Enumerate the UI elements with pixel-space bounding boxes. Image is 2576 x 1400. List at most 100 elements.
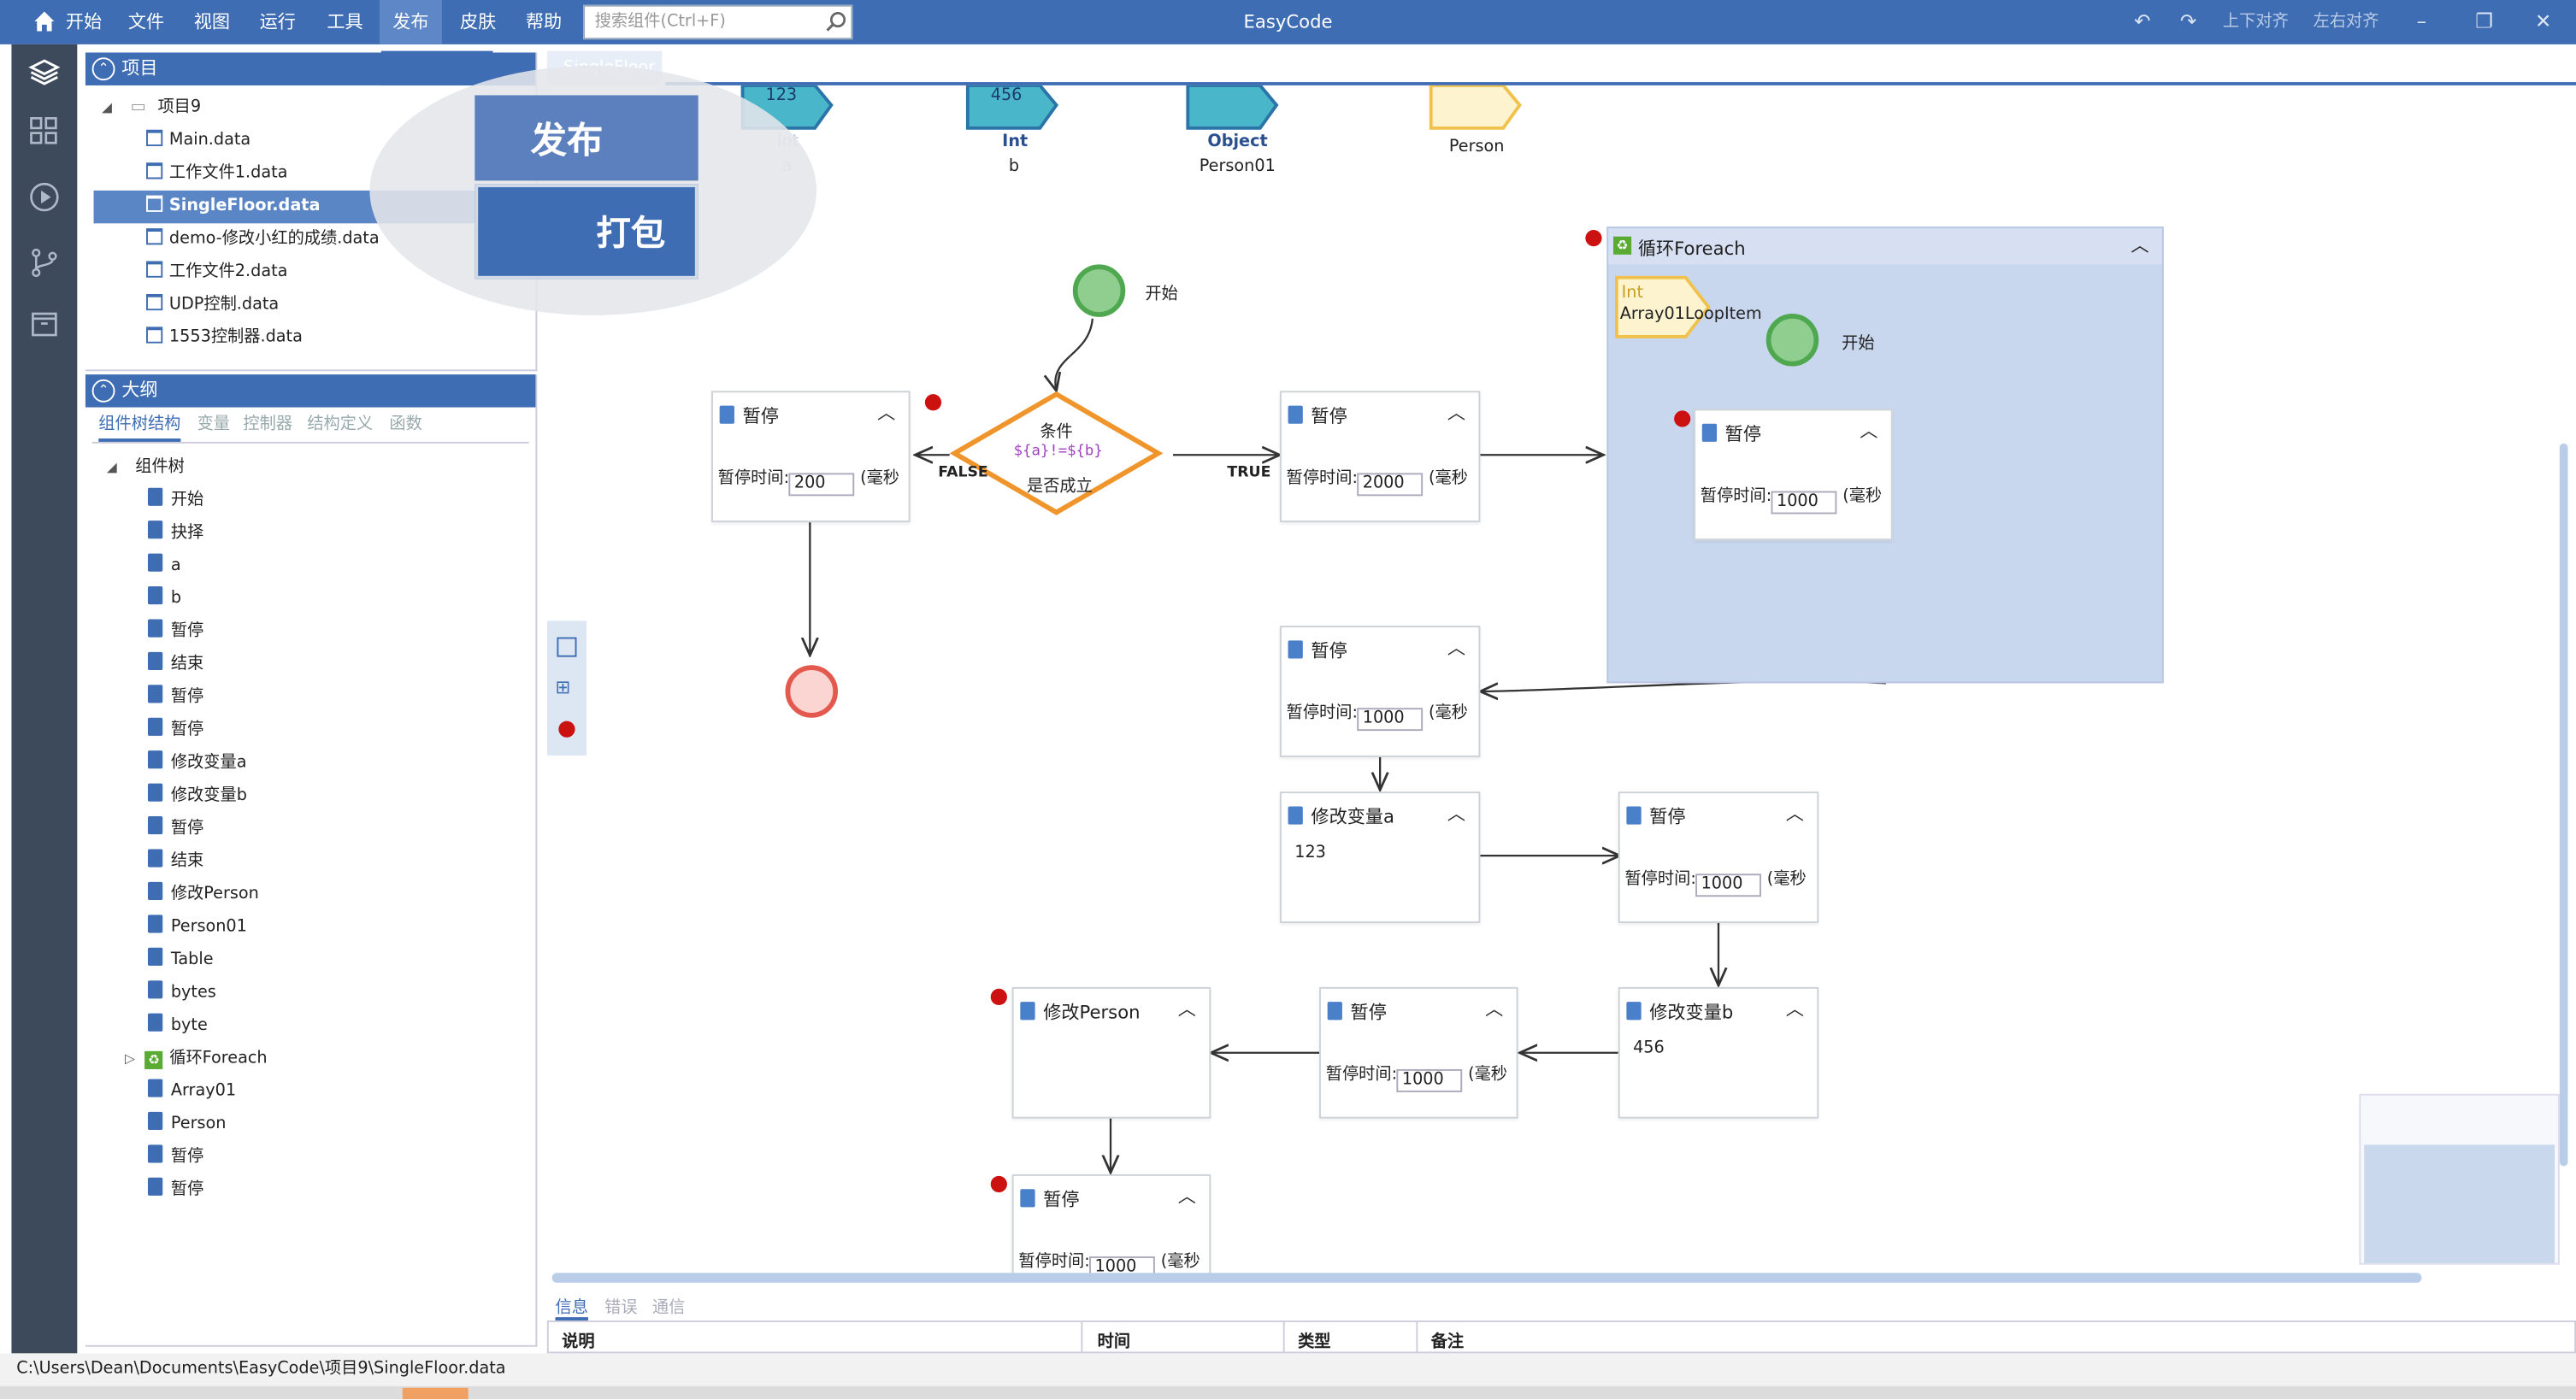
file-item[interactable]: 工作文件1.data bbox=[85, 157, 536, 190]
menu-home[interactable]: 开始 bbox=[65, 11, 103, 33]
pause-node[interactable]: 暂停 ︿ 暂停时间:1000 (毫秒 bbox=[1279, 626, 1481, 757]
tab-info[interactable]: 信息 bbox=[555, 1292, 588, 1321]
tree-view-icon[interactable]: ⊞ bbox=[555, 676, 571, 698]
breakpoint-dot[interactable] bbox=[924, 394, 942, 411]
pause-node[interactable]: 暂停 ︿ 暂停时间:1000 (毫秒 bbox=[1011, 1174, 1211, 1279]
redo-icon[interactable]: ↷ bbox=[2179, 9, 2197, 33]
modify-variable-b-node[interactable]: 修改变量b ︿ 456 bbox=[1618, 986, 1819, 1119]
file-item[interactable]: Main.data bbox=[85, 125, 536, 157]
column-description[interactable]: 说明 bbox=[562, 1333, 595, 1352]
condition-node[interactable] bbox=[949, 391, 1164, 515]
pause-time-input[interactable]: 1000 bbox=[1397, 1068, 1463, 1092]
chevron-up-icon[interactable]: ︿ bbox=[1177, 1185, 1196, 1208]
tab-controllers[interactable]: 控制器 bbox=[243, 415, 293, 434]
align-vertical-button[interactable]: 上下对齐 bbox=[2222, 13, 2289, 32]
outline-item[interactable]: 修改变量a bbox=[85, 747, 536, 779]
file-item[interactable]: demo-修改小红的成绩.data bbox=[85, 223, 536, 256]
pause-time-input[interactable]: 1000 bbox=[1695, 874, 1762, 897]
breakpoint-toggle-icon[interactable] bbox=[558, 721, 575, 738]
outline-view-icon[interactable] bbox=[557, 637, 577, 657]
breakpoint-dot[interactable] bbox=[1674, 410, 1691, 427]
pause-time-input[interactable]: 200 bbox=[789, 473, 855, 497]
modify-person-node[interactable]: 修改Person ︿ bbox=[1011, 986, 1211, 1119]
file-item[interactable]: 1553控制器.data bbox=[85, 322, 536, 355]
restore-icon[interactable]: ❐ bbox=[2475, 9, 2493, 33]
pause-time-input[interactable]: 1000 bbox=[1357, 708, 1424, 732]
project-panel-header[interactable]: ⌃ 项目 bbox=[85, 52, 536, 85]
outline-panel-header[interactable]: ⌃ 大纲 bbox=[85, 374, 536, 408]
outline-item[interactable]: Person bbox=[85, 1109, 536, 1141]
chevron-up-icon[interactable]: ︿ bbox=[1447, 803, 1466, 825]
var-shape-person01[interactable] bbox=[1184, 85, 1279, 132]
minimap[interactable] bbox=[2359, 1093, 2560, 1265]
minimap-viewport[interactable] bbox=[2364, 1144, 2555, 1263]
pause-node[interactable]: 暂停 ︿ 暂停时间:1000 (毫秒 bbox=[1694, 409, 1893, 541]
tab-struct-def[interactable]: 结构定义 bbox=[307, 415, 374, 434]
outline-item[interactable]: 暂停 bbox=[85, 616, 536, 649]
outline-item[interactable]: 结束 bbox=[85, 649, 536, 681]
file-item[interactable]: 工作文件2.data bbox=[85, 256, 536, 289]
tab-variables[interactable]: 变量 bbox=[197, 415, 231, 434]
pause-node[interactable]: 暂停 ︿ 暂停时间:2000 (毫秒 bbox=[1279, 391, 1481, 523]
expand-triangle-icon[interactable]: ◢ bbox=[106, 460, 117, 475]
column-type[interactable]: 类型 bbox=[1298, 1333, 1331, 1352]
column-time[interactable]: 时间 bbox=[1097, 1333, 1131, 1352]
loop-var-shape[interactable] bbox=[1613, 274, 1715, 340]
expand-triangle-icon[interactable]: ▷ bbox=[125, 1050, 135, 1067]
menu-help[interactable]: 帮助 bbox=[525, 11, 563, 33]
branch-icon[interactable] bbox=[11, 235, 77, 291]
breakpoint-dot[interactable] bbox=[990, 1175, 1007, 1193]
chevron-up-icon[interactable]: ︿ bbox=[1177, 998, 1196, 1021]
outline-item[interactable]: 修改变量b bbox=[85, 780, 536, 813]
tab-component-tree[interactable]: 组件树结构 bbox=[98, 412, 181, 442]
collapse-icon[interactable]: ⌃ bbox=[91, 57, 115, 81]
outline-item[interactable]: Table bbox=[85, 944, 536, 977]
outline-item[interactable]: 暂停 bbox=[85, 813, 536, 845]
undo-icon[interactable]: ↶ bbox=[2134, 9, 2151, 33]
pause-time-input[interactable]: 2000 bbox=[1357, 473, 1424, 497]
search-icon[interactable] bbox=[825, 10, 848, 33]
var-shape-b[interactable] bbox=[964, 85, 1059, 132]
vertical-scrollbar[interactable] bbox=[2559, 443, 2568, 1167]
outline-item[interactable]: 修改Person bbox=[85, 879, 536, 911]
expand-triangle-icon[interactable]: ◢ bbox=[102, 100, 112, 115]
outline-root[interactable]: ◢ 组件树 bbox=[85, 451, 536, 484]
close-icon[interactable]: ✕ bbox=[2534, 9, 2552, 33]
align-horizontal-button[interactable]: 左右对齐 bbox=[2313, 13, 2379, 32]
pause-node[interactable]: 暂停 ︿ 暂停时间:1000 (毫秒 bbox=[1319, 986, 1518, 1119]
column-notes[interactable]: 备注 bbox=[1430, 1333, 1465, 1352]
chevron-up-icon[interactable]: ︿ bbox=[1785, 803, 1804, 825]
menu-skin[interactable]: 皮肤 bbox=[460, 11, 497, 33]
chevron-up-icon[interactable]: ︿ bbox=[1785, 998, 1804, 1021]
project-root[interactable]: ◢ ▭ 项目9 bbox=[85, 92, 536, 125]
pause-node[interactable]: 暂停 ︿ 暂停时间:200 (毫秒 bbox=[711, 391, 911, 523]
tab-communication[interactable]: 通信 bbox=[651, 1298, 686, 1318]
outline-item[interactable]: Person01 bbox=[85, 911, 536, 944]
outline-item[interactable]: a bbox=[85, 550, 536, 583]
outline-item[interactable]: 暂停 bbox=[85, 681, 536, 714]
outline-item[interactable]: bytes bbox=[85, 977, 536, 1009]
outline-item[interactable]: 暂停 bbox=[85, 1174, 536, 1207]
flow-canvas[interactable]: 123 Int a 456 Int b Object Person01 Pers… bbox=[546, 85, 2576, 1279]
start-node[interactable] bbox=[1072, 264, 1126, 317]
breakpoint-dot[interactable] bbox=[1585, 230, 1602, 247]
chevron-up-icon[interactable]: ︿ bbox=[1447, 402, 1466, 424]
chevron-up-icon[interactable]: ︿ bbox=[2131, 234, 2149, 256]
collapse-icon[interactable]: ⌃ bbox=[91, 379, 115, 403]
play-icon[interactable] bbox=[11, 169, 77, 225]
file-item[interactable]: UDP控制.data bbox=[85, 289, 536, 321]
loop-foreach-container[interactable]: ♻ 循环Foreach ︿ Int Array01LoopItem 开始 暂停 … bbox=[1606, 226, 2164, 684]
outline-item[interactable]: ▷♻循环Foreach bbox=[85, 1043, 536, 1075]
modify-variable-a-node[interactable]: 修改变量a ︿ 123 bbox=[1279, 791, 1481, 923]
horizontal-scrollbar[interactable] bbox=[551, 1273, 2422, 1283]
outline-item[interactable]: 结束 bbox=[85, 846, 536, 879]
layers-icon[interactable] bbox=[11, 44, 77, 100]
chevron-up-icon[interactable]: ︿ bbox=[877, 402, 896, 424]
grid-icon[interactable] bbox=[11, 103, 77, 159]
outline-item[interactable]: b bbox=[85, 583, 536, 615]
pause-node[interactable]: 暂停 ︿ 暂停时间:1000 (毫秒 bbox=[1618, 791, 1819, 923]
outline-item[interactable]: 抉择 bbox=[85, 517, 536, 550]
menu-tools[interactable]: 工具 bbox=[327, 11, 363, 33]
tab-errors[interactable]: 错误 bbox=[604, 1298, 638, 1318]
search-input[interactable]: 搜索组件(Ctrl+F) bbox=[583, 4, 853, 40]
